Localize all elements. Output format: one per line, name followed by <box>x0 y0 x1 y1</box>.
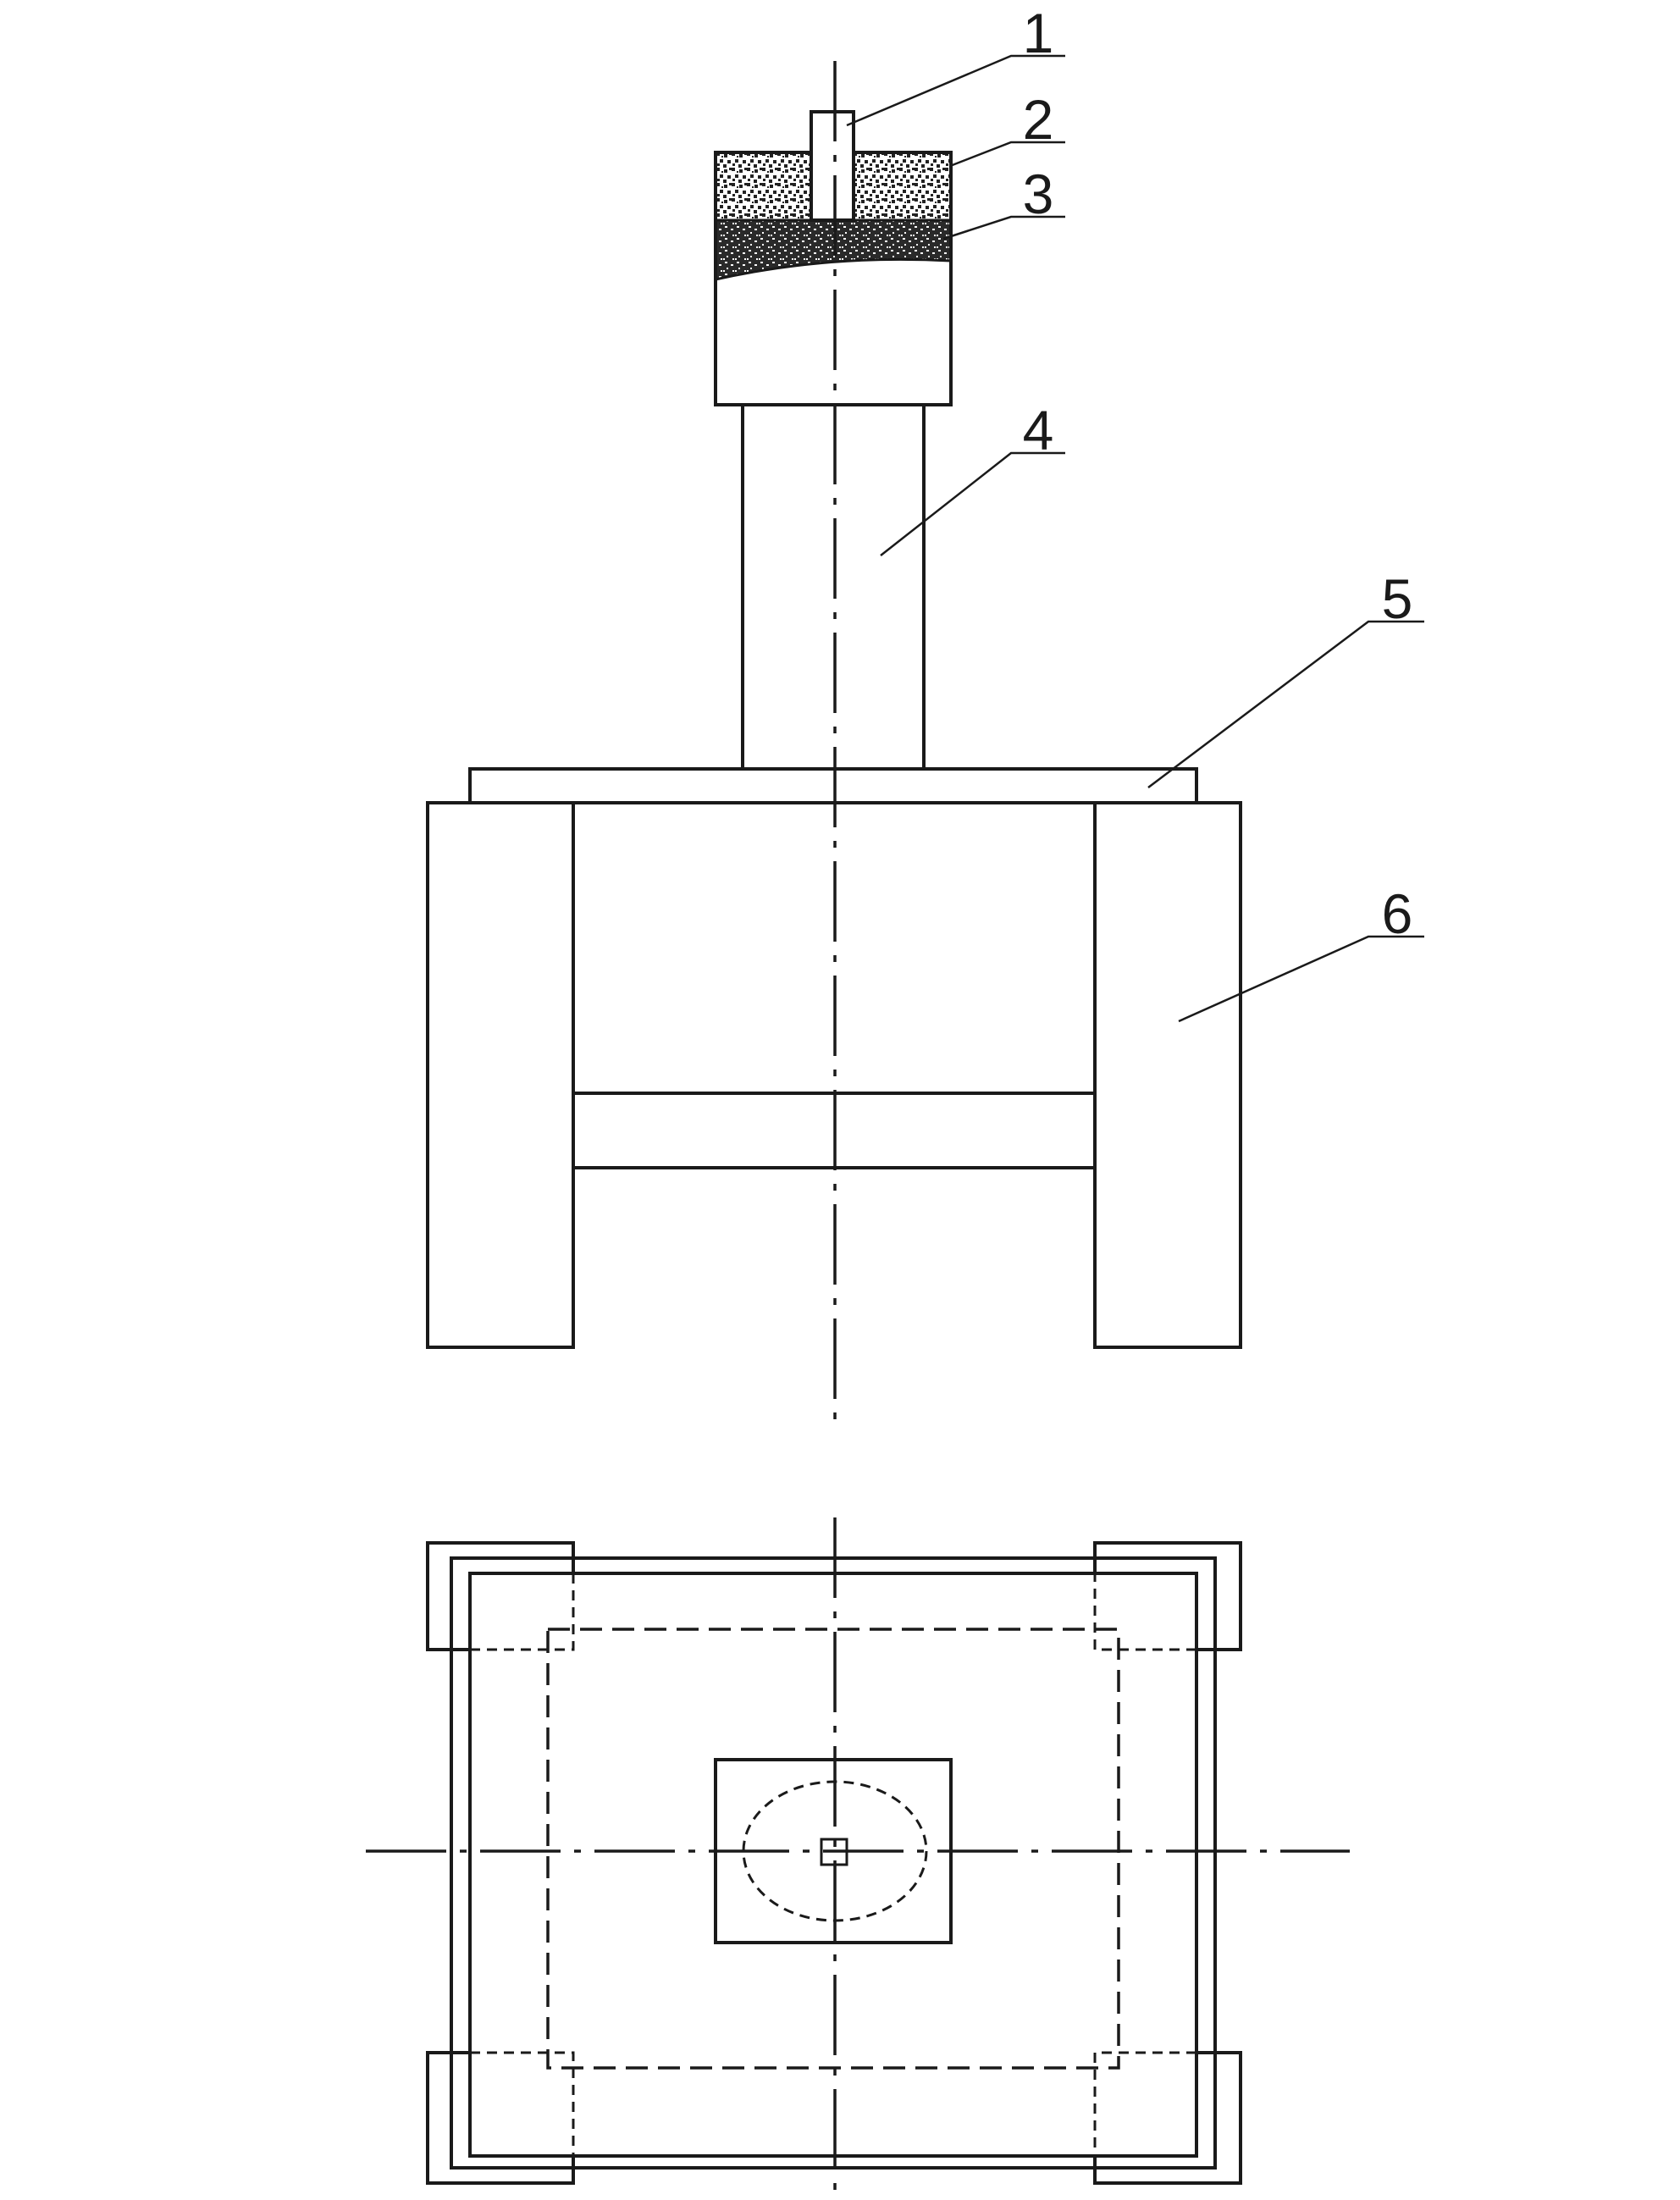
corner-block-tl <box>426 1541 575 1651</box>
front-view <box>426 110 1242 1349</box>
frame-left-leg <box>426 801 575 1349</box>
leader-4 <box>880 451 1065 556</box>
plate <box>468 767 1198 804</box>
leader-2 <box>949 141 1065 168</box>
corner-hidden-tl <box>470 1573 575 1651</box>
leader-1 <box>846 54 1065 127</box>
layer-curve <box>715 257 952 281</box>
leader-6 <box>1178 935 1424 1023</box>
outer-border-inner <box>468 1572 1198 2158</box>
callout-3: 3 <box>1023 163 1054 225</box>
lower-layer-hatch <box>716 220 951 279</box>
corner-hidden-tr <box>1093 1573 1196 1651</box>
center-lines <box>366 61 1350 2197</box>
hidden-inner-square <box>546 1628 1120 2070</box>
callouts: 1 2 3 4 5 6 <box>846 2 1424 1023</box>
top-view <box>426 1541 1242 2185</box>
leader-5 <box>1147 620 1424 788</box>
corner-hidden-br <box>1093 2051 1196 2156</box>
rod <box>810 110 855 222</box>
outer-border-outer <box>450 1556 1217 2170</box>
callout-2: 2 <box>1023 88 1054 151</box>
callout-6: 6 <box>1382 882 1413 945</box>
column <box>741 403 926 771</box>
corner-block-br <box>1093 2051 1242 2185</box>
corner-hidden-bl <box>470 2051 575 2156</box>
callout-5: 5 <box>1382 567 1413 630</box>
corner-block-bl <box>426 2051 575 2185</box>
callout-4: 4 <box>1023 399 1054 462</box>
frame-right-leg <box>1093 801 1242 1349</box>
callout-1: 1 <box>1023 2 1054 64</box>
leader-3 <box>942 215 1065 240</box>
